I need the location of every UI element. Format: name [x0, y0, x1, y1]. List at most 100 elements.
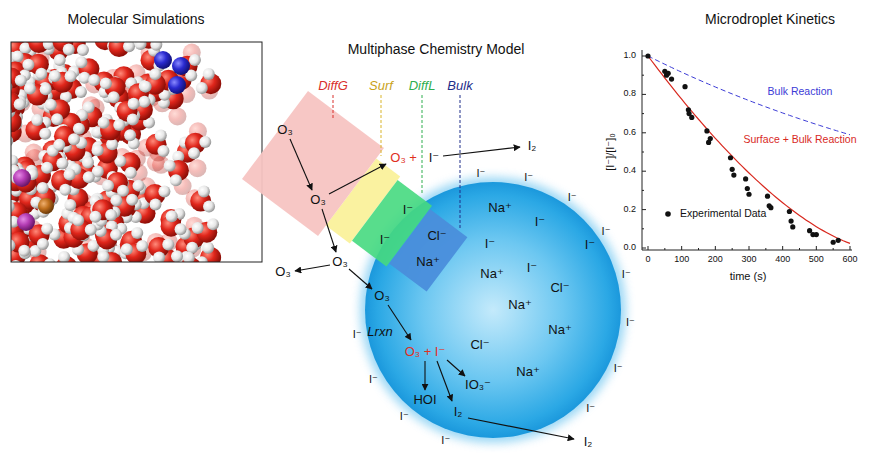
species-label: I₂ — [584, 435, 593, 449]
water-hydrogen — [124, 129, 136, 141]
water-hydrogen — [162, 239, 174, 251]
reaction-arrow — [468, 418, 574, 439]
water-hydrogen — [64, 199, 76, 211]
species-label: I⁻ — [535, 215, 545, 229]
water-hydrogen — [131, 227, 143, 239]
species-label: I⁻ — [626, 316, 635, 328]
species-label: I₂ — [528, 139, 537, 153]
x-tick — [749, 246, 750, 250]
ozone-atom — [154, 51, 172, 69]
water-hydrogen — [35, 68, 47, 80]
water-hydrogen — [41, 162, 53, 174]
y-axis — [642, 50, 643, 250]
region-guide-line — [422, 95, 423, 193]
region-guide-line — [333, 95, 334, 119]
water-hydrogen — [139, 80, 151, 92]
water-hydrogen — [51, 113, 63, 125]
tick-label: 500 — [809, 255, 824, 265]
water-hydrogen — [126, 194, 138, 206]
species-label: I⁻ — [527, 261, 537, 275]
data-point — [831, 240, 836, 245]
simulation-frame — [11, 42, 262, 262]
species-label: I⁻ — [400, 410, 409, 422]
legend-text: Experimental Data — [680, 208, 766, 220]
water-hydrogen — [189, 54, 201, 66]
species-label: O₃ + I⁻ — [405, 345, 446, 359]
y-tick — [642, 190, 644, 191]
species-label: Na⁺ — [548, 323, 571, 337]
water-hydrogen — [102, 180, 114, 192]
water-hydrogen — [73, 123, 85, 135]
interface-band: I⁻I⁻ — [352, 180, 432, 267]
water-hydrogen — [123, 42, 135, 52]
data-point — [728, 155, 733, 160]
water-hydrogen — [56, 157, 68, 169]
species-label: I⁻ — [477, 166, 486, 178]
water-hydrogen — [158, 185, 170, 197]
water-hydrogen — [37, 238, 49, 250]
water-hydrogen — [170, 174, 182, 186]
legend-dot — [665, 211, 671, 217]
water-hydrogen — [105, 209, 117, 221]
species-label: O₃ — [332, 255, 347, 269]
species-label: I⁻ — [524, 171, 533, 183]
x-tick — [664, 248, 665, 250]
y-tick — [642, 228, 644, 229]
gas-phase-band-outline — [242, 91, 384, 236]
water-hydrogen — [88, 74, 100, 86]
water-hydrogen — [44, 258, 56, 262]
reaction-arrow — [290, 139, 312, 190]
region-label: Bulk — [447, 79, 472, 93]
species-label: I⁻ — [585, 238, 595, 252]
species-label: I⁻ — [353, 328, 362, 340]
water-hydrogen — [100, 78, 112, 90]
x-tick — [648, 246, 649, 250]
water-hydrogen — [155, 130, 167, 142]
water-hydrogen — [83, 171, 95, 183]
tick-label: 100 — [674, 255, 689, 265]
x-tick — [782, 246, 783, 250]
reaction-arrow — [437, 361, 452, 401]
water-hydrogen — [117, 185, 129, 197]
tick-label: 0.6 — [623, 128, 636, 138]
data-point — [645, 53, 650, 58]
data-point — [745, 186, 750, 191]
data-point — [743, 176, 748, 181]
simulation-panel — [11, 42, 262, 262]
species-label: I⁻ — [441, 434, 450, 446]
species-label: I⁻ — [380, 233, 390, 247]
water-hydrogen — [59, 184, 71, 196]
x-tick — [799, 248, 800, 250]
gas-phase-band: O₃O₃ — [242, 91, 384, 236]
water-hydrogen — [149, 68, 161, 80]
reaction-arrow — [349, 269, 372, 289]
x-tick — [715, 246, 716, 250]
y-tick — [642, 248, 646, 249]
y-tick — [642, 113, 644, 114]
x-tick — [765, 248, 766, 250]
data-point — [787, 209, 792, 214]
species-label: I⁻ — [622, 268, 631, 280]
water-hydrogen — [89, 211, 101, 223]
species-label: Na⁺ — [508, 298, 531, 312]
water-hydrogen — [31, 114, 43, 126]
water-hydrogen — [65, 70, 77, 82]
reaction-arrow — [447, 360, 465, 376]
water-hydrogen — [63, 43, 75, 55]
panel-title: Molecular Simulations — [68, 12, 205, 27]
water-hydrogen — [58, 251, 70, 262]
reaction-arrow — [295, 265, 330, 271]
x-tick — [833, 248, 834, 250]
species-label: I⁻ — [429, 151, 439, 165]
tick-label: 600 — [842, 255, 857, 265]
water-hydrogen — [22, 59, 34, 71]
species-label: Cl⁻ — [427, 229, 446, 243]
water-hydrogen — [49, 70, 61, 82]
reaction-arrow — [424, 361, 425, 390]
species-label: + — [409, 151, 417, 165]
water-hydrogen — [188, 147, 200, 159]
species-label: I⁻ — [614, 362, 623, 374]
water-hydrogen — [53, 139, 65, 151]
data-point — [682, 84, 687, 89]
